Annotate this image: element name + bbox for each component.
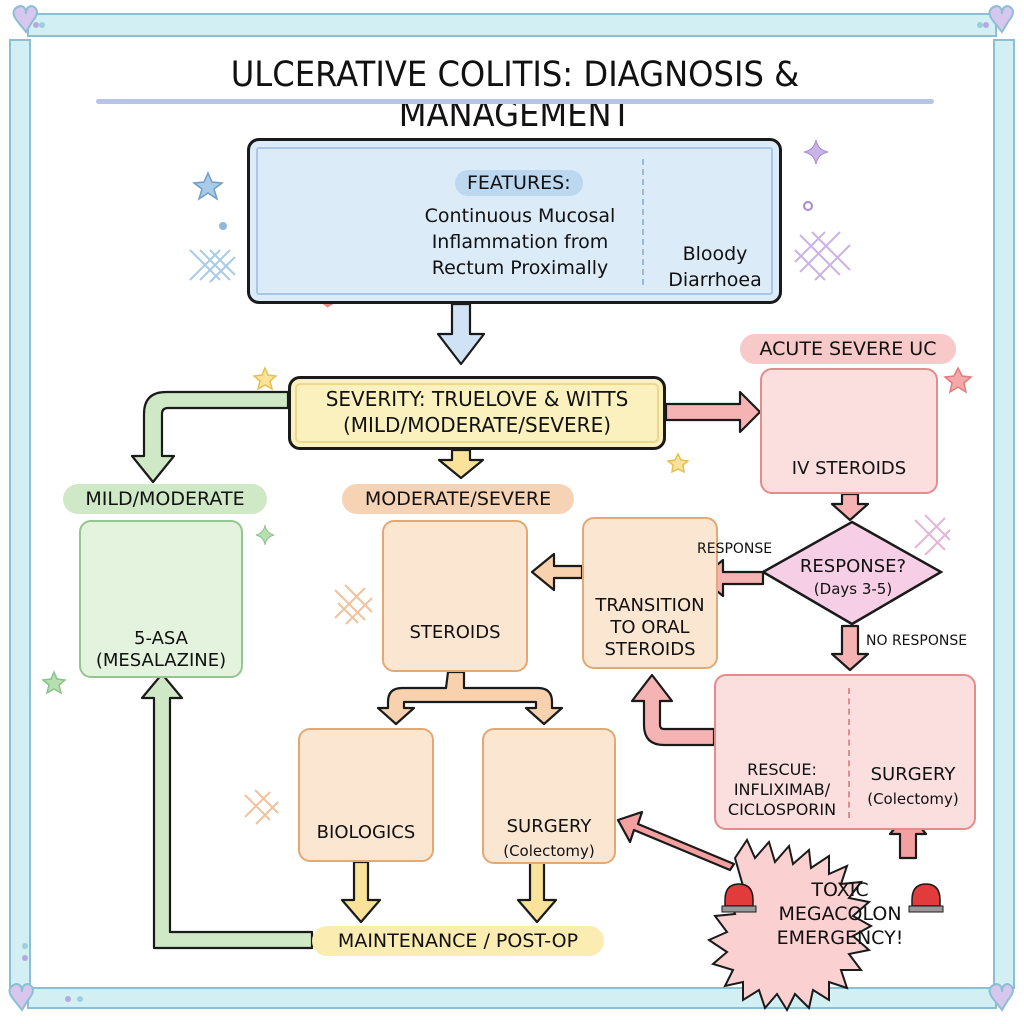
decorations: [41, 139, 973, 825]
arrow-surgery-to-maintenance: [516, 860, 558, 924]
heart-icon: [988, 4, 1014, 34]
arrow-features-to-severity: [436, 302, 486, 366]
heart-icon: [12, 4, 38, 34]
moderate-severe-label: MODERATE/SEVERE: [342, 484, 574, 514]
divider: [848, 688, 850, 818]
arrow-iv-to-decision: [830, 492, 870, 522]
features-label: FEATURES:: [455, 170, 583, 196]
surgery-box: SURGERY (Colectomy): [482, 728, 616, 864]
arrow-severity-to-moderate: [437, 448, 485, 480]
arrow-rescue-to-oral: [630, 673, 716, 747]
features-box: FEATURES: Continuous Mucosal Inflammatio…: [247, 138, 782, 304]
arrow-steroids-split: [376, 670, 564, 726]
alarm-light-icon: [908, 883, 944, 913]
alarm-light-icon: [721, 883, 757, 913]
rescue-surgery-box: RESCUE: INFLIXIMAB/ CICLOSPORIN SURGERY …: [714, 674, 976, 830]
star-icon: [943, 366, 973, 394]
mild-moderate-label: MILD/MODERATE: [63, 484, 267, 514]
arrow-biologics-to-maintenance: [340, 860, 382, 924]
severity-box: SEVERITY: TRUELOVE & WITTS (MILD/MODERAT…: [288, 376, 666, 450]
divider: [642, 159, 644, 285]
arrow-oral-to-steroids: [530, 552, 584, 592]
acute-severe-label: ACUTE SEVERE UC: [740, 334, 956, 364]
decision-diamond: [760, 520, 944, 626]
oral-steroids-box: TRANSITION TO ORAL STEROIDS: [582, 517, 718, 669]
steroids-box: STEROIDS: [382, 520, 528, 672]
star-icon: [666, 452, 690, 474]
features-description: Continuous Mucosal Inflammation from Rec…: [424, 205, 616, 279]
toxic-megacolon-text: TOXIC MEGACOLON EMERGENCY!: [776, 879, 904, 949]
iv-steroids-box: IV STEROIDS: [760, 368, 938, 494]
severity-title: SEVERITY: TRUELOVE & WITTS: [325, 387, 629, 411]
arrow-decision-to-rescue: [830, 624, 870, 672]
maintenance-label: MAINTENANCE / POST-OP: [312, 926, 604, 956]
decorative-frame: [8, 4, 1015, 1012]
response-no-label: NO RESPONSE: [866, 633, 968, 649]
arrow-severity-to-acute: [664, 390, 762, 434]
star-icon: [252, 366, 278, 391]
mesalazine-box: 5-ASA (MESALAZINE): [79, 520, 243, 678]
symptom-bloody-diarrhoea: Bloody Diarrhoea: [668, 243, 762, 291]
severity-grades: (MILD/MODERATE/SEVERE): [342, 413, 612, 437]
response-yes-label: RESPONSE: [697, 541, 773, 557]
heart-icon: [8, 982, 34, 1012]
sparkle-icon: [255, 524, 275, 546]
star-icon: [192, 171, 224, 201]
biologics-box: BIOLOGICS: [298, 728, 434, 862]
arrow-maintenance-to-mild: [140, 672, 314, 950]
arrow-toxic-to-surgery: [616, 810, 736, 872]
title-underline: [96, 99, 934, 104]
sparkle-icon: [803, 139, 829, 165]
page-title: ULCERATIVE COLITIS: DIAGNOSIS & MANAGEME…: [230, 55, 800, 135]
response-decision: RESPONSE? (Days 3-5): [799, 556, 907, 598]
arrow-severity-to-mild: [130, 390, 290, 484]
heart-icon: [988, 982, 1014, 1012]
star-icon: [41, 670, 67, 695]
emergency-starburst: [706, 837, 874, 1013]
